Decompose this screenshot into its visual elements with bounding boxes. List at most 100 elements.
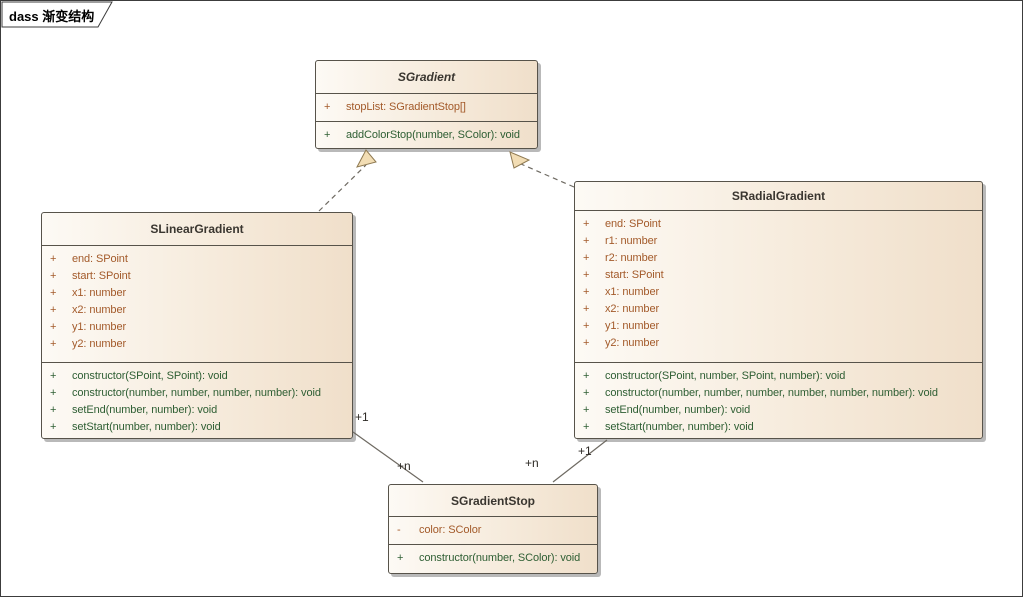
visibility-marker: + — [397, 552, 404, 564]
member-text: x2: number — [72, 304, 127, 316]
visibility-marker: + — [583, 404, 590, 416]
visibility-marker: - — [397, 524, 401, 536]
member-text: stopList: SGradientStop[] — [346, 101, 466, 113]
class-box-slineargradient[interactable]: SLinearGradient + end: SPoint + start: S… — [41, 212, 353, 439]
member-text: y2: number — [605, 337, 660, 349]
attribute-row: + x2: number — [575, 301, 982, 318]
visibility-marker: + — [583, 337, 590, 349]
member-text: constructor(number, SColor): void — [419, 552, 581, 564]
multiplicity-label-right-source: +1 — [578, 444, 592, 458]
member-text: setEnd(number, number): void — [605, 404, 751, 416]
attribute-row: + r1: number — [575, 233, 982, 250]
method-row: + constructor(number, number, number, nu… — [575, 385, 982, 402]
method-row: + setEnd(number, number): void — [575, 402, 982, 419]
visibility-marker: + — [583, 218, 590, 230]
member-text: setEnd(number, number): void — [72, 404, 218, 416]
method-row: + setEnd(number, number): void — [42, 402, 352, 419]
visibility-marker: + — [583, 387, 590, 399]
visibility-marker: + — [50, 287, 57, 299]
attributes-compartment: + end: SPoint + start: SPoint + x1: numb… — [42, 246, 352, 363]
visibility-marker: + — [583, 269, 590, 281]
class-box-sradialgradient[interactable]: SRadialGradient + end: SPoint + r1: numb… — [574, 181, 983, 439]
method-row: + constructor(SPoint, number, SPoint, nu… — [575, 368, 982, 385]
visibility-marker: + — [50, 321, 57, 333]
attribute-row: + end: SPoint — [575, 216, 982, 233]
visibility-marker: + — [324, 101, 331, 113]
diagram-frame-label: dass 渐变结构 — [9, 9, 95, 24]
methods-compartment: + constructor(SPoint, SPoint): void + co… — [42, 363, 352, 438]
method-row: + setStart(number, number): void — [42, 419, 352, 436]
class-box-sgradientstop[interactable]: SGradientStop - color: SColor + construc… — [388, 484, 598, 574]
member-text: color: SColor — [419, 524, 482, 536]
attribute-row: + x1: number — [42, 285, 352, 302]
member-text: addColorStop(number, SColor): void — [346, 129, 520, 141]
member-text: y2: number — [72, 338, 127, 350]
attribute-row: + y1: number — [575, 318, 982, 335]
attribute-row: + y2: number — [42, 336, 352, 353]
class-name: SGradientStop — [389, 485, 597, 517]
open-triangle-arrowhead-left — [356, 149, 377, 168]
member-text: x1: number — [605, 286, 660, 298]
visibility-marker: + — [50, 421, 57, 433]
visibility-marker: + — [50, 404, 57, 416]
attribute-row: + y1: number — [42, 319, 352, 336]
visibility-marker: + — [50, 338, 57, 350]
member-text: start: SPoint — [605, 269, 664, 281]
attribute-row: + y2: number — [575, 335, 982, 352]
generalization-sradial-to-sgradient[interactable] — [509, 151, 575, 188]
methods-compartment: + addColorStop(number, SColor): void — [316, 122, 537, 148]
multiplicity-label-right-target: +n — [525, 456, 539, 470]
method-row: + constructor(SPoint, SPoint): void — [42, 368, 352, 385]
method-row: + constructor(number, number, number, nu… — [42, 385, 352, 402]
multiplicity-label-left-source: +1 — [355, 410, 369, 424]
attribute-row: + end: SPoint — [42, 251, 352, 268]
visibility-marker: + — [583, 235, 590, 247]
visibility-marker: + — [324, 129, 331, 141]
visibility-marker: + — [583, 303, 590, 315]
methods-compartment: + constructor(number, SColor): void — [389, 545, 597, 573]
visibility-marker: + — [50, 304, 57, 316]
member-text: r2: number — [605, 252, 658, 264]
member-text: constructor(SPoint, number, SPoint, numb… — [605, 370, 846, 382]
member-text: r1: number — [605, 235, 658, 247]
member-text: y1: number — [605, 320, 660, 332]
member-text: constructor(SPoint, SPoint): void — [72, 370, 228, 382]
method-row: + constructor(number, SColor): void — [389, 550, 597, 567]
visibility-marker: + — [50, 253, 57, 265]
visibility-marker: + — [583, 286, 590, 298]
generalization-slinear-to-sgradient[interactable] — [318, 149, 377, 212]
member-text: constructor(number, number, number, numb… — [605, 387, 938, 399]
association-slinear-sgradientstop[interactable] — [352, 431, 424, 483]
attribute-row: + start: SPoint — [575, 267, 982, 284]
member-text: y1: number — [72, 321, 127, 333]
member-text: setStart(number, number): void — [72, 421, 221, 433]
class-name: SRadialGradient — [575, 182, 982, 211]
visibility-marker: + — [583, 370, 590, 382]
class-name: SLinearGradient — [42, 213, 352, 246]
visibility-marker: + — [583, 252, 590, 264]
attributes-compartment: + end: SPoint + r1: number + r2: number … — [575, 211, 982, 363]
attribute-row: - color: SColor — [389, 522, 597, 539]
visibility-marker: + — [50, 370, 57, 382]
visibility-marker: + — [50, 387, 57, 399]
member-text: end: SPoint — [72, 253, 128, 265]
visibility-marker: + — [583, 421, 590, 433]
member-text: end: SPoint — [605, 218, 661, 230]
visibility-marker: + — [583, 320, 590, 332]
member-text: constructor(number, number, number, numb… — [72, 387, 321, 399]
methods-compartment: + constructor(SPoint, number, SPoint, nu… — [575, 363, 982, 438]
method-row: + addColorStop(number, SColor): void — [316, 127, 537, 144]
member-text: x2: number — [605, 303, 660, 315]
member-text: setStart(number, number): void — [605, 421, 754, 433]
open-triangle-arrowhead-right — [509, 151, 531, 169]
member-text: x1: number — [72, 287, 127, 299]
class-box-sgradient[interactable]: SGradient + stopList: SGradientStop[] + … — [315, 60, 538, 149]
attributes-compartment: - color: SColor — [389, 517, 597, 545]
attribute-row: + start: SPoint — [42, 268, 352, 285]
member-text: start: SPoint — [72, 270, 131, 282]
attribute-row: + stopList: SGradientStop[] — [316, 99, 537, 116]
attributes-compartment: + stopList: SGradientStop[] — [316, 94, 537, 122]
visibility-marker: + — [50, 270, 57, 282]
attribute-row: + r2: number — [575, 250, 982, 267]
multiplicity-label-left-target: +n — [397, 459, 411, 473]
